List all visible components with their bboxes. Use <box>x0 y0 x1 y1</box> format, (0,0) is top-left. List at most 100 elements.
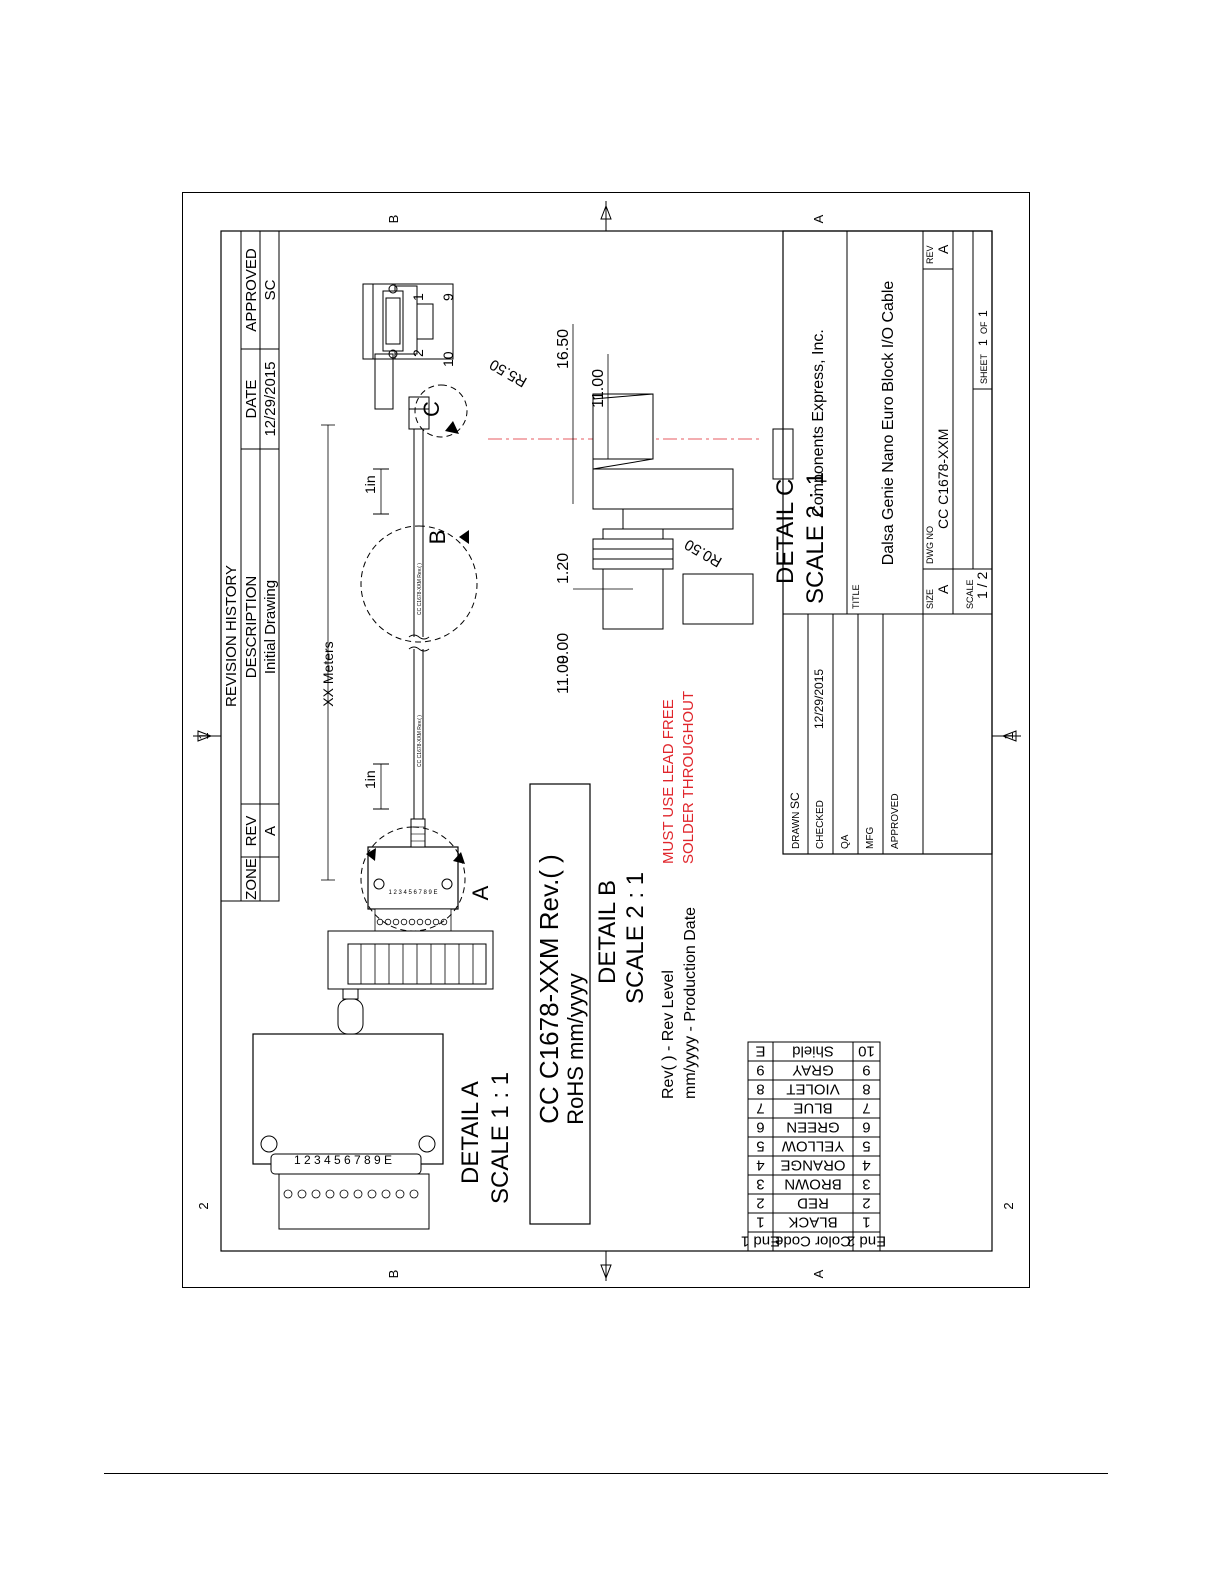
wire-table-cell: 9 <box>862 1062 870 1079</box>
rev-cell-date: 12/29/2015 <box>262 361 279 436</box>
pin-label-10: 10 <box>440 351 456 367</box>
wire-table-cell: 1 <box>756 1214 764 1231</box>
callout-circle-c <box>414 384 468 438</box>
wire-table-cell: 10 <box>858 1043 875 1060</box>
offset-label-b: 1in <box>362 475 378 494</box>
wire-table-cell: BLUE <box>793 1100 832 1117</box>
tb-mfg-label: MFG <box>865 827 876 849</box>
wire-table-cell: Shield <box>792 1043 834 1060</box>
tb-qa-label: QA <box>840 834 851 849</box>
camera-connector-face: 1 2 9 10 <box>362 283 456 410</box>
rev-cell-approved: SC <box>262 279 279 300</box>
wire-table-header: End 1 <box>741 1233 780 1250</box>
offset-label-a: 1in <box>362 770 378 789</box>
detail-c-scale: SCALE 2 : 1 <box>802 472 829 604</box>
terminal-numbers-small: 1 2 3 4 5 6 7 8 9 E <box>388 890 437 896</box>
detail-c-dim-11-00-b: 11.00 <box>555 655 572 694</box>
callout-label-b: B <box>425 530 450 545</box>
zone-col-2-top: 2 <box>196 1202 211 1209</box>
detail-b-note-1: Rev( ) - Rev Level <box>660 970 677 1099</box>
wire-table-cell: 2 <box>756 1195 764 1212</box>
tb-scale-label: SCALE <box>965 579 975 609</box>
wire-table-cell: 3 <box>862 1176 870 1193</box>
wire-table-cell: 6 <box>756 1119 764 1136</box>
callout-label-c: C <box>419 401 444 417</box>
tb-drawn-label: DRAWN <box>791 812 802 849</box>
wire-table-cell: 5 <box>756 1138 764 1155</box>
rev-header-date: DATE <box>243 380 260 419</box>
rev-cell-rev: A <box>262 826 279 836</box>
detail-c-radius-0-50: R0.50 <box>682 536 725 571</box>
zone-row-a-right: A <box>811 214 826 223</box>
callout-label-a: A <box>468 885 493 900</box>
tb-of-label: OF <box>979 321 989 334</box>
zone-row-b-left: B <box>386 1270 401 1279</box>
detail-b-print-1: CC C1678-XXM Rev.( ) <box>534 854 564 1124</box>
zone-row-b-right: B <box>386 215 401 224</box>
revision-history-table: REVISION HISTORY ZONE REV DESCRIPTION DA… <box>220 230 280 902</box>
terminal-screws <box>374 908 452 936</box>
detail-c-dim-16-50: 16.50 <box>555 329 572 369</box>
wire-table-cell: 8 <box>756 1081 764 1098</box>
detail-b-title: DETAIL B <box>594 880 621 984</box>
detail-b-scale: SCALE 2 : 1 <box>622 872 649 1004</box>
title-block: DRAWN SC 12/29/2015 CHECKED QA MFG APPRO… <box>782 230 993 855</box>
tb-drawn-by: SC <box>788 792 802 809</box>
strain-relief-a <box>410 818 426 848</box>
length-label: XX Meters <box>320 641 336 706</box>
terminal-block-side-view <box>327 930 494 990</box>
wire-table-cell: YELLOW <box>781 1138 844 1155</box>
detail-c-dim-9-00: 9.00 <box>555 633 572 664</box>
detail-c-title: DETAIL C <box>772 479 799 584</box>
detail-c: DETAIL C SCALE 2 : 1 16.50 11.00 1.20 9.… <box>487 324 829 694</box>
jacket-print-1: CC C1678-XXM Rev.( ) <box>417 715 423 767</box>
wire-table-cell: 3 <box>756 1176 764 1193</box>
detail-b-note-2: mm/yyyy - Production Date <box>682 907 699 1099</box>
pin-label-1: 1 <box>410 293 426 301</box>
detail-a-terminal-numbers: 1 2 3 4 5 6 7 8 9 E <box>294 1153 392 1167</box>
tb-title: Dalsa Genie Nano Euro Block I/O Cable <box>880 281 897 566</box>
wire-table-header: Color Code <box>775 1233 851 1250</box>
tb-sheet-total: 1 <box>976 310 990 317</box>
wire-table-cell: 9 <box>756 1062 764 1079</box>
jacket-print-2: CC C1678-XXM Rev.( ) <box>417 563 423 615</box>
detail-b-jacket <box>529 783 591 1225</box>
wire-table-cell: 4 <box>862 1157 870 1174</box>
wire-table-cell: GREEN <box>786 1119 839 1136</box>
tb-sheet: 1 <box>976 339 990 346</box>
callout-circle-b <box>360 525 478 643</box>
wire-table-cell: 8 <box>862 1081 870 1098</box>
wire-table-cell: ORANGE <box>780 1157 845 1174</box>
detail-a-title: DETAIL A <box>457 1081 484 1184</box>
tb-dwg-no: CC C1678-XXM <box>935 429 951 529</box>
detail-c-dim-1-20: 1.20 <box>555 553 572 584</box>
revision-history-title: REVISION HISTORY <box>223 565 240 707</box>
terminal-block-body <box>367 846 459 910</box>
pin-label-2: 2 <box>410 349 426 357</box>
pin-label-9: 9 <box>440 293 456 301</box>
tb-dwg-label: DWG NO <box>925 526 935 564</box>
wire-table-cell: 7 <box>756 1100 764 1117</box>
wire-table-cell: RED <box>797 1195 829 1212</box>
rev-header-zone: ZONE <box>243 858 260 900</box>
detail-a-body <box>252 1033 444 1165</box>
detail-a-scale: SCALE 1 : 1 <box>487 1072 514 1204</box>
technical-drawing: 1 2 1 2 B A B A REVISION HISTORY ZONE RE… <box>193 201 1021 1281</box>
wire-table-cell: 7 <box>862 1100 870 1117</box>
drawing-frame: 1 2 1 2 B A B A REVISION HISTORY ZONE RE… <box>182 192 1030 1288</box>
wire-table-cell: VIOLET <box>786 1081 839 1098</box>
footer-rule <box>104 1473 1108 1474</box>
tb-company: Components Express, Inc. <box>810 329 827 517</box>
tb-checked-label: CHECKED <box>815 800 826 849</box>
lead-free-note: MUST USE LEAD FREE SOLDER THROUGHOUT <box>660 691 697 864</box>
detail-c-shell <box>592 468 734 510</box>
detail-b-print-2: RoHS mm/yyyy <box>563 973 588 1125</box>
tb-rev: A <box>935 244 951 254</box>
tb-title-label: TITLE <box>851 584 861 609</box>
tb-sheet-label: SHEET <box>979 353 989 384</box>
tb-size-label: SIZE <box>925 589 935 609</box>
centering-marks <box>193 201 1021 1281</box>
tb-rev-label: REV <box>925 245 935 264</box>
zone-col-2-bottom: 2 <box>1001 1202 1016 1209</box>
